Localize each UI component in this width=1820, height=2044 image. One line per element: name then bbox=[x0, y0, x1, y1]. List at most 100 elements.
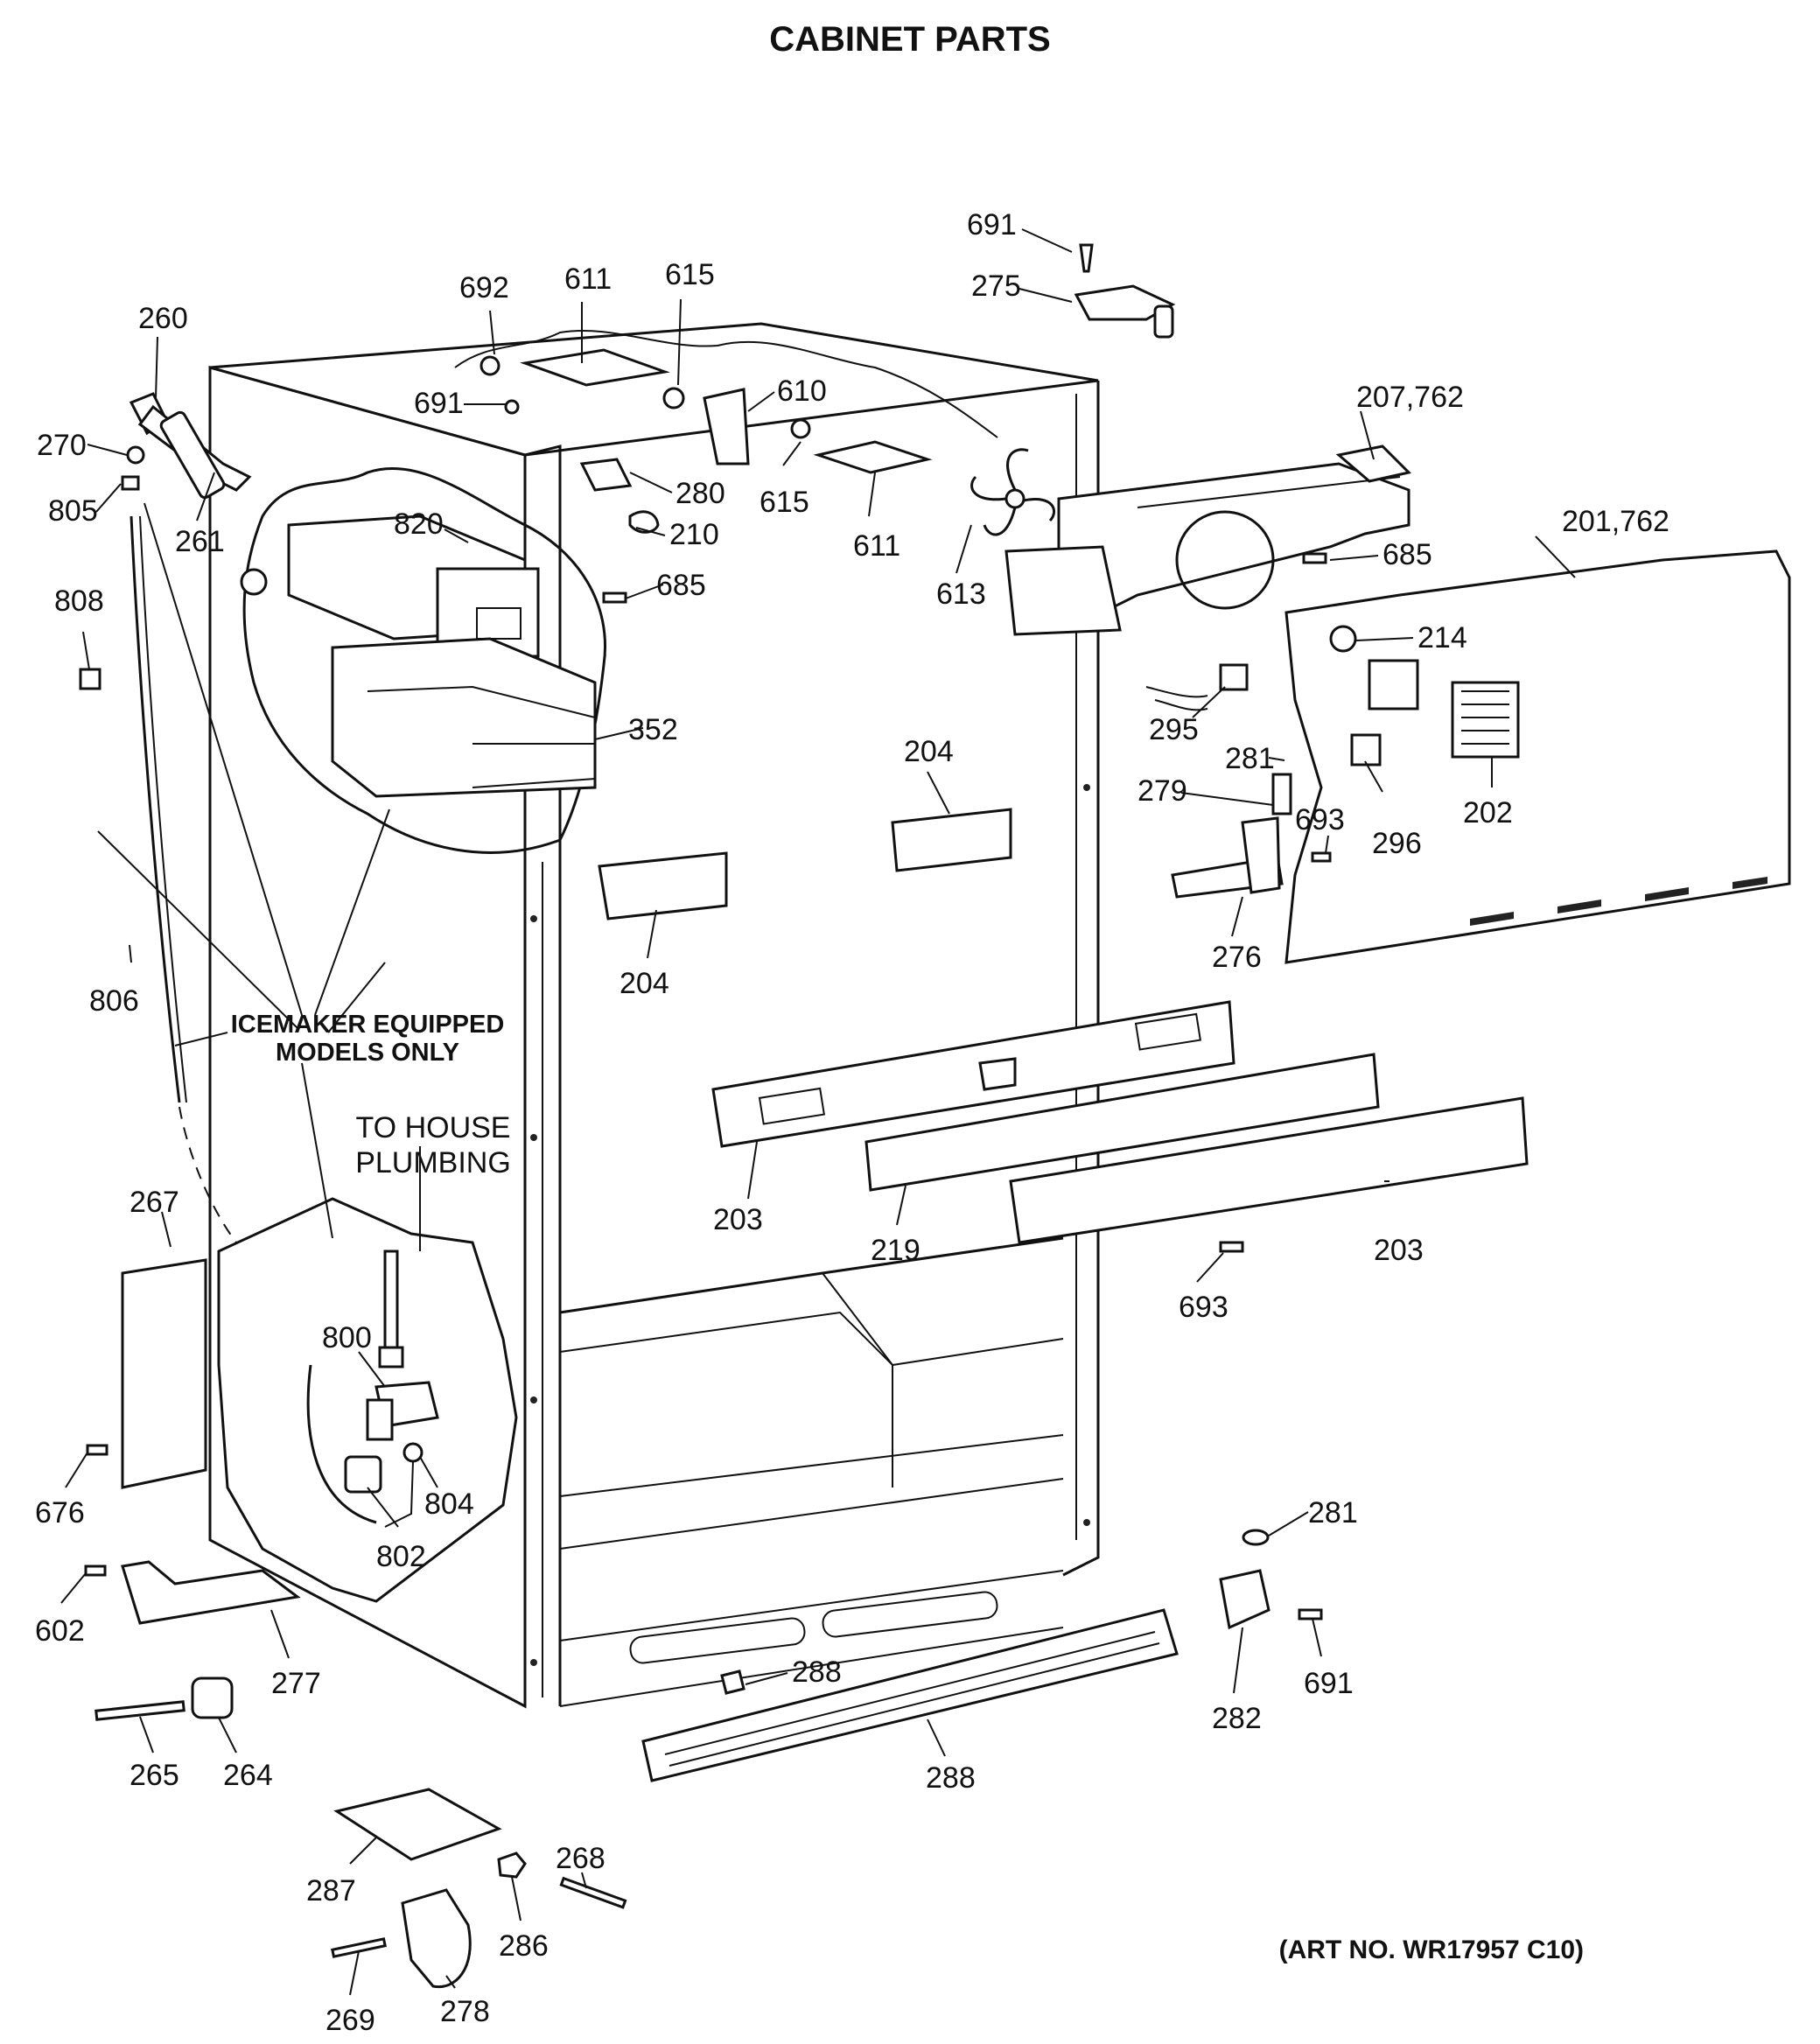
screw-602 bbox=[84, 1564, 107, 1577]
screw-685-right bbox=[1302, 552, 1327, 564]
axle-265 bbox=[94, 1700, 186, 1721]
label-281: 281 bbox=[1225, 742, 1275, 775]
label-268: 268 bbox=[556, 1842, 606, 1875]
label-279: 279 bbox=[1138, 774, 1187, 808]
label-288-clip: 288 bbox=[792, 1656, 842, 1689]
icemaker-note-line2: MODELS ONLY bbox=[276, 1039, 459, 1067]
label-692: 692 bbox=[459, 271, 509, 304]
label-214: 214 bbox=[1418, 621, 1467, 654]
diagram-title: CABINET PARTS bbox=[769, 20, 1050, 59]
screw-676 bbox=[86, 1444, 108, 1456]
label-352: 352 bbox=[628, 713, 678, 746]
label-676: 676 bbox=[35, 1496, 85, 1530]
label-270: 270 bbox=[37, 429, 87, 462]
plumbing-note-line2: PLUMBING bbox=[355, 1146, 511, 1180]
label-267: 267 bbox=[130, 1186, 179, 1219]
label-806: 806 bbox=[89, 984, 139, 1018]
label-802: 802 bbox=[376, 1540, 426, 1573]
label-693: 693 bbox=[1179, 1291, 1228, 1324]
screw-691-top bbox=[1079, 243, 1094, 273]
label-287: 287 bbox=[306, 1874, 356, 1908]
label-288-grille: 288 bbox=[926, 1761, 976, 1795]
bracket-277 bbox=[121, 1560, 301, 1625]
tube-dashed bbox=[178, 1106, 237, 1243]
label-261: 261 bbox=[175, 525, 225, 558]
art-number: (ART NO. WR17957 C10) bbox=[1279, 1936, 1584, 1964]
fan-613 bbox=[970, 448, 1055, 536]
icemaker-820 bbox=[240, 514, 540, 658]
icemaker-note-line1: ICEMAKER EQUIPPED bbox=[231, 1011, 505, 1039]
part-261 bbox=[159, 410, 226, 500]
screw-693-small bbox=[1311, 851, 1332, 863]
label-278: 278 bbox=[440, 1995, 490, 2028]
label-820: 820 bbox=[394, 508, 444, 541]
label-277: 277 bbox=[271, 1667, 321, 1700]
label-219: 219 bbox=[871, 1234, 920, 1267]
label-203-upper: 203 bbox=[713, 1203, 763, 1236]
rail-203-lower bbox=[1009, 1096, 1529, 1244]
label-275: 275 bbox=[971, 270, 1021, 303]
connector bbox=[978, 1057, 1017, 1091]
icemaker-arrows bbox=[97, 502, 390, 1239]
label-282: 282 bbox=[1212, 1702, 1262, 1735]
leveler-282 bbox=[1219, 1569, 1270, 1630]
strip-219 bbox=[864, 1053, 1380, 1192]
bracket-276 bbox=[1145, 663, 1292, 899]
bracket-204-left bbox=[598, 851, 728, 920]
label-691: 691 bbox=[967, 208, 1017, 242]
label-210: 210 bbox=[669, 518, 719, 551]
back-panel-201 bbox=[1284, 550, 1791, 964]
cutaway-top-outline bbox=[454, 329, 998, 438]
label-202: 202 bbox=[1463, 796, 1513, 830]
label-804: 804 bbox=[424, 1488, 474, 1521]
label-691-mid: 691 bbox=[414, 387, 464, 420]
ice-bucket-352 bbox=[331, 637, 597, 798]
bracket-204-right bbox=[891, 808, 1012, 872]
label-295: 295 bbox=[1149, 713, 1199, 746]
roller-264 bbox=[191, 1676, 234, 1719]
part-805 bbox=[121, 475, 140, 491]
pin-269 bbox=[331, 1937, 387, 1958]
water-valve-800 bbox=[306, 1250, 439, 1528]
label-602: 602 bbox=[35, 1614, 85, 1648]
label-280: 280 bbox=[676, 477, 725, 510]
label-269: 269 bbox=[326, 2004, 375, 2037]
label-800: 800 bbox=[322, 1321, 372, 1354]
fan-housing-207 bbox=[1004, 444, 1411, 636]
label-805: 805 bbox=[48, 494, 98, 528]
washer-281 bbox=[1242, 1529, 1270, 1546]
label-204-left: 204 bbox=[620, 967, 669, 1000]
label-260: 260 bbox=[138, 302, 188, 335]
leader-lines bbox=[60, 228, 1576, 1996]
label-276: 276 bbox=[1212, 941, 1262, 974]
label-265: 265 bbox=[130, 1759, 179, 1792]
part-labels: 691 275 692 611 615 610 691 260 270 805 … bbox=[35, 208, 1670, 2037]
rail-203-upper bbox=[711, 1000, 1236, 1148]
label-201-762: 201,762 bbox=[1562, 505, 1670, 538]
label-207-762: 207,762 bbox=[1356, 381, 1464, 414]
label-203-lower: 203 bbox=[1374, 1234, 1424, 1267]
part-808 bbox=[79, 668, 102, 690]
screw-685-left bbox=[602, 592, 627, 604]
label-264: 264 bbox=[223, 1759, 273, 1792]
roller-278 bbox=[401, 1888, 472, 1989]
panel-267 bbox=[121, 1258, 207, 1489]
label-615: 615 bbox=[665, 258, 715, 291]
label-204-right: 204 bbox=[904, 735, 954, 768]
bolt-268 bbox=[559, 1876, 627, 1909]
label-281-bottom: 281 bbox=[1308, 1496, 1358, 1530]
label-611: 611 bbox=[564, 262, 612, 296]
label-615-b: 615 bbox=[760, 486, 809, 519]
clip-288 bbox=[720, 1670, 746, 1695]
screw-693 bbox=[1219, 1241, 1244, 1253]
plumbing-note-line1: TO HOUSE bbox=[356, 1111, 511, 1144]
label-685-right: 685 bbox=[1382, 538, 1432, 571]
plumbing-cutaway bbox=[217, 1197, 518, 1603]
label-611-b: 611 bbox=[853, 529, 900, 563]
label-286: 286 bbox=[499, 1929, 549, 1963]
label-691-bottom: 691 bbox=[1304, 1667, 1354, 1700]
top-hardware bbox=[480, 348, 933, 534]
label-685-left: 685 bbox=[656, 569, 706, 602]
